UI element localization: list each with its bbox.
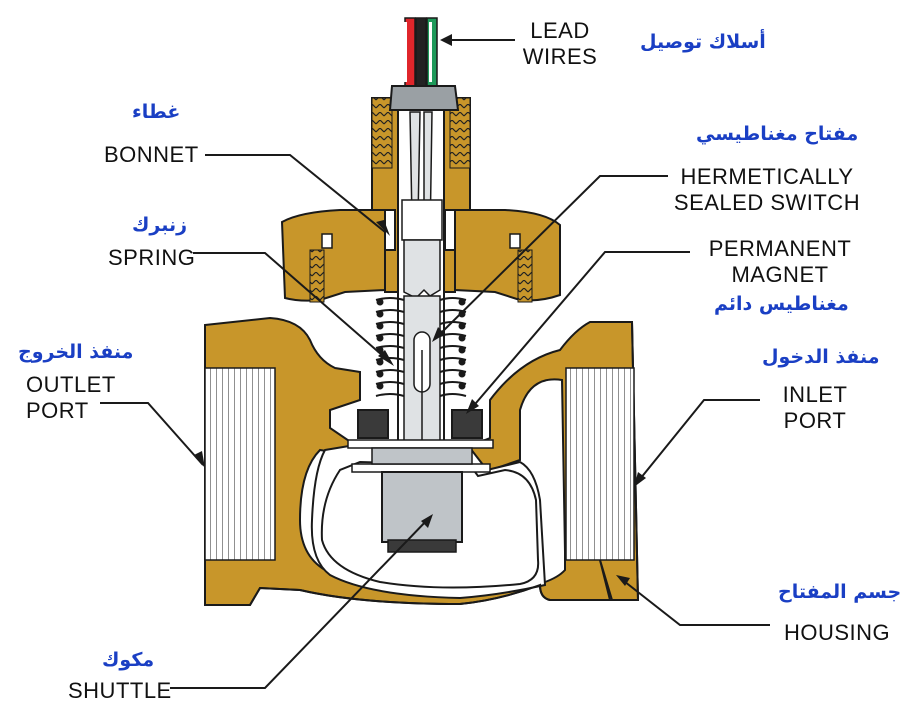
label-hermetic-switch-ar: مفتاح مغناطيسي [696, 123, 859, 145]
spring [375, 297, 467, 397]
label-permanent-magnet: PERMANENT MAGNET [708, 236, 852, 287]
shuttle [381, 471, 463, 553]
outlet-port-threads [204, 367, 276, 561]
leader-lines [100, 39, 770, 689]
lead-wires [404, 17, 438, 89]
label-permanent-magnet-ar: مغناطيس دائم [714, 293, 849, 315]
label-lead-wires-ar: أسلاك توصيل [640, 31, 766, 53]
label-shuttle: SHUTTLE [68, 678, 172, 703]
wire-gland [388, 85, 460, 111]
permanent-magnet-right [451, 409, 483, 439]
label-housing: HOUSING [784, 620, 891, 645]
hermetic-switch [401, 111, 443, 447]
label-inlet-port: INLET PORT [782, 382, 848, 433]
label-spring-ar: زنبرك [132, 214, 188, 236]
label-shuttle-ar: مكوك [102, 649, 155, 671]
label-spring: SPRING [108, 245, 196, 270]
label-inlet-port-ar: منفذ الدخول [762, 346, 880, 368]
inlet-port-threads [565, 367, 635, 561]
label-lead-wires: LEAD WIRES [522, 18, 598, 69]
label-housing-ar: جسم المفتاح [778, 581, 902, 603]
permanent-magnet-left [357, 409, 389, 439]
bonnet [280, 209, 561, 303]
arrowheads [194, 34, 646, 586]
label-bonnet-ar: غطاء [132, 101, 181, 123]
label-outlet-port: OUTLET PORT [26, 372, 116, 423]
label-outlet-port-ar: منفذ الخروج [18, 341, 134, 363]
label-hermetic-switch: HERMETICALLY SEALED SWITCH [673, 164, 861, 215]
label-bonnet: BONNET [104, 142, 199, 167]
